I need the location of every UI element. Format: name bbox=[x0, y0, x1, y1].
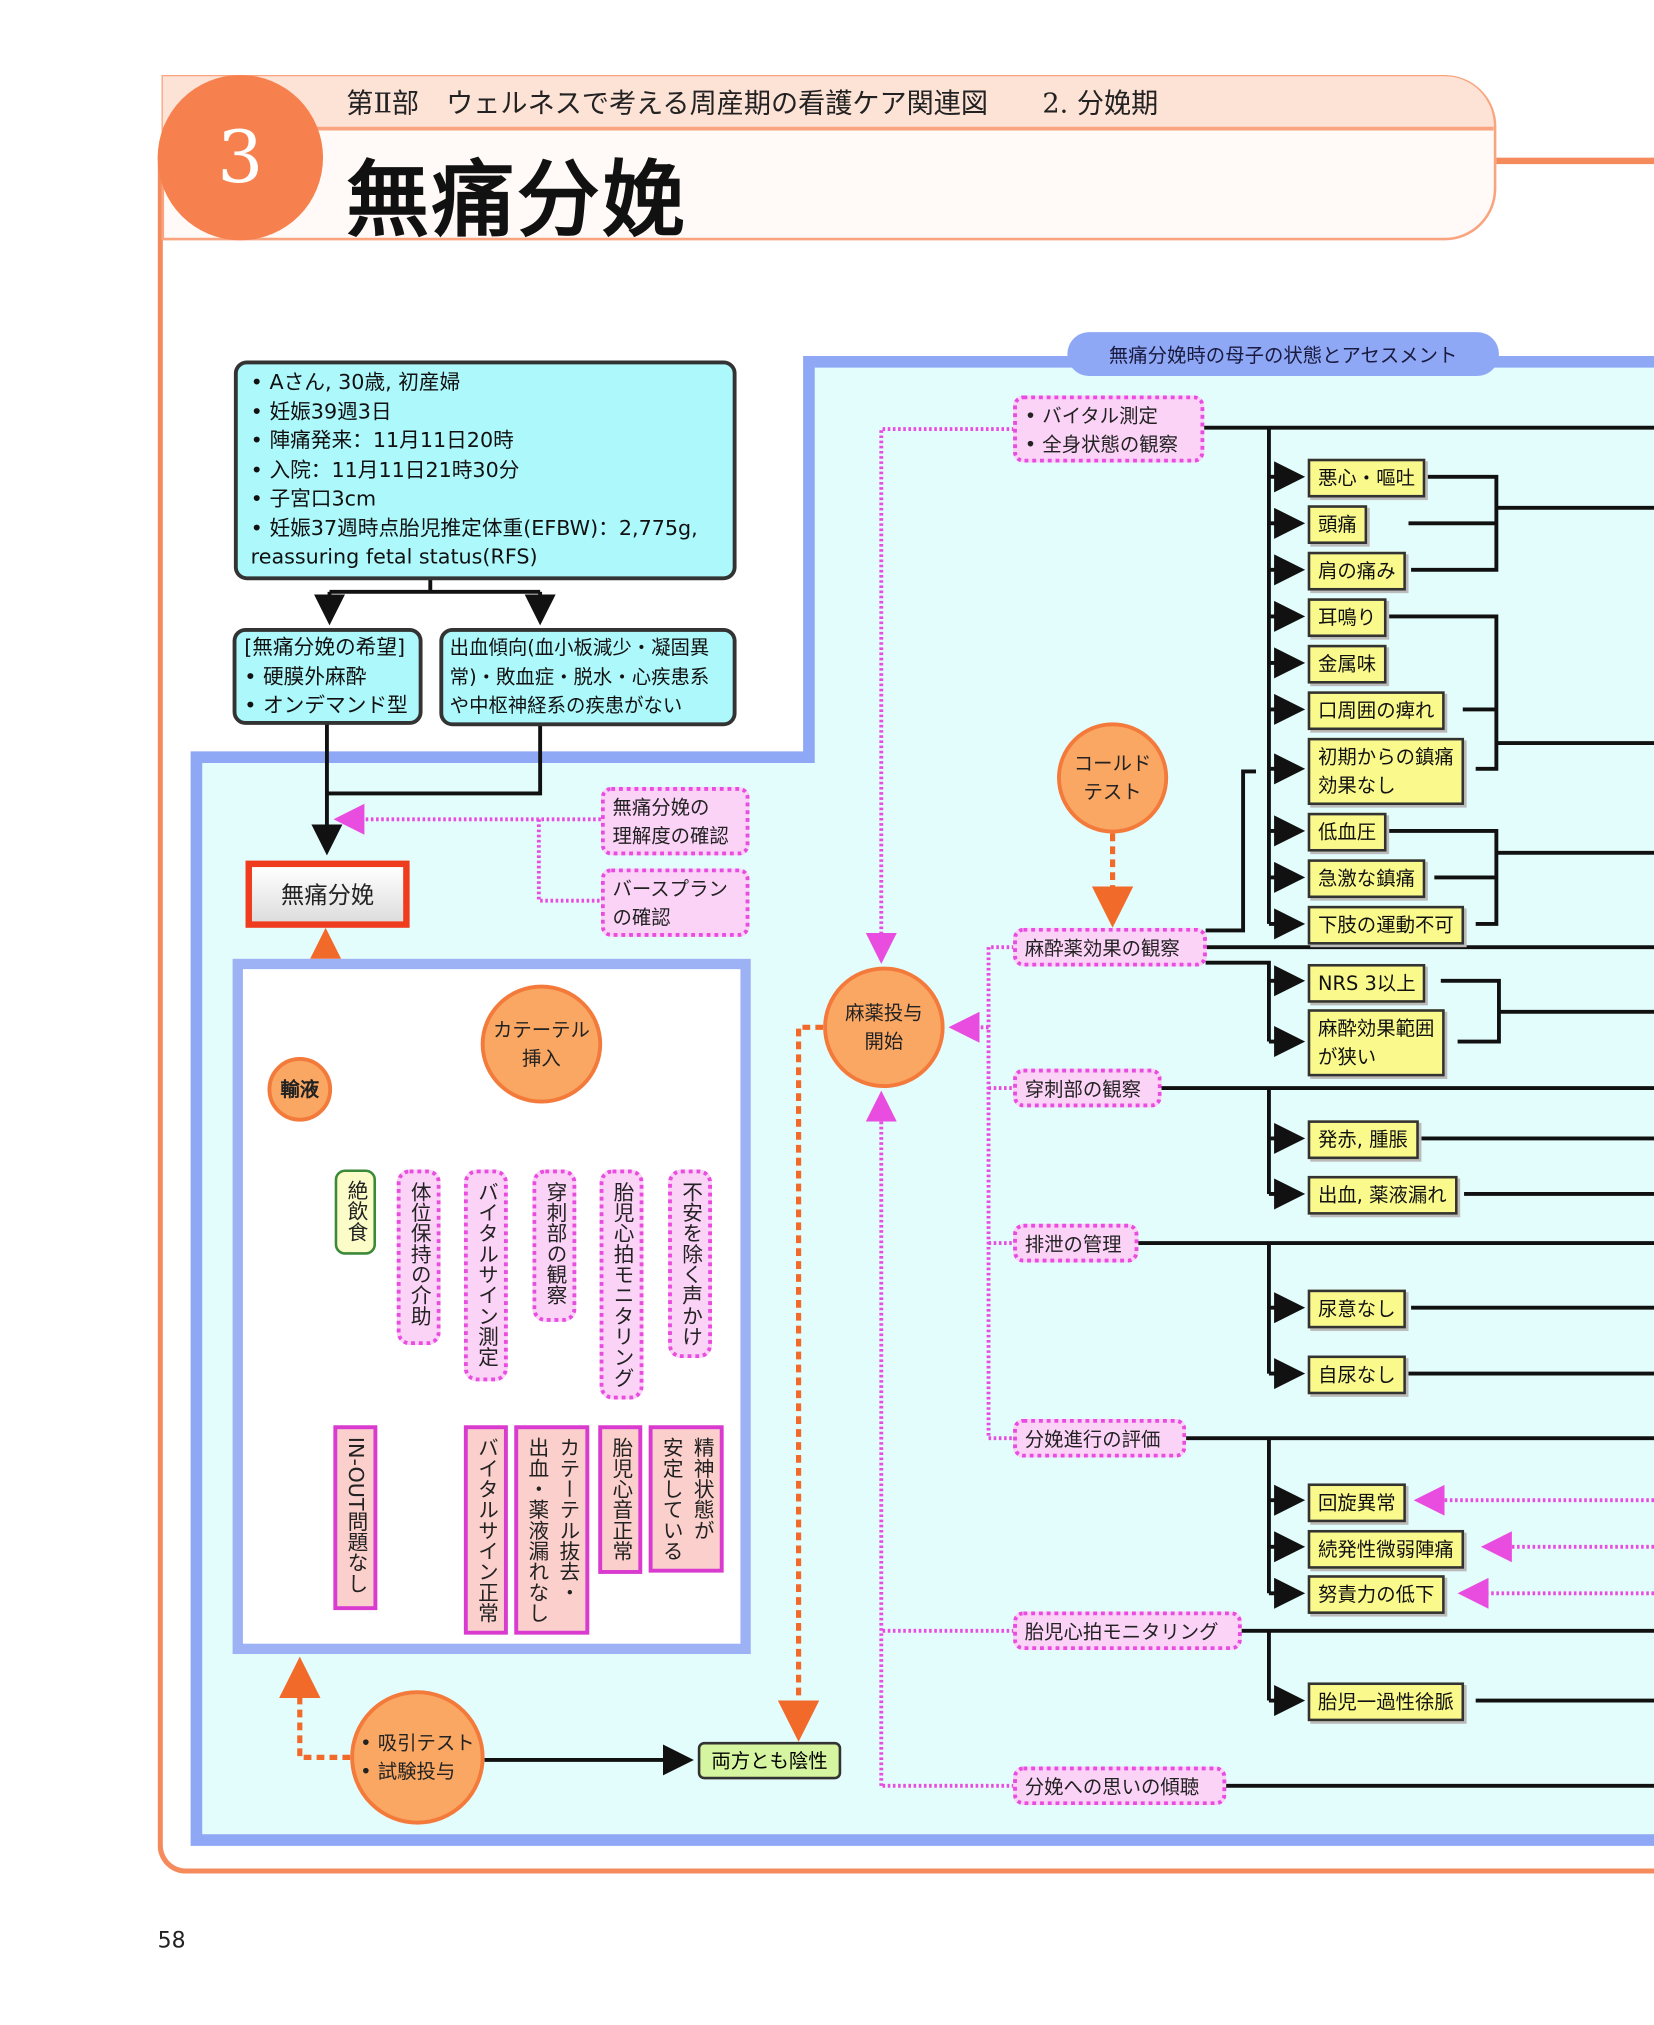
care-item: 胎児心拍モニタリング bbox=[599, 1169, 644, 1400]
finding-node: 出血, 薬液漏れ bbox=[1307, 1175, 1458, 1215]
part-label: 第Ⅱ部 ウェルネスで考える周産期の看護ケア関連図 2. 分娩期 bbox=[346, 87, 1159, 119]
observation-node: 分娩への思いの傾聴 bbox=[1013, 1766, 1227, 1806]
chapter-number: 3 bbox=[157, 74, 324, 241]
finding-node: 口周囲の痺れ bbox=[1307, 691, 1445, 731]
care-item: 穿刺部の観察 bbox=[532, 1169, 577, 1322]
finding-node: 努責力の低下 bbox=[1307, 1575, 1445, 1614]
patient-info-box: • Aさん, 30歳, 初産婦 • 妊娠39週3日 • 陣痛発来：11月11日2… bbox=[233, 360, 737, 580]
infusion-circle: 輸液 bbox=[267, 1057, 333, 1122]
finding-node: 尿意なし bbox=[1307, 1289, 1406, 1329]
page-number: 58 bbox=[157, 1927, 186, 1954]
suction-test-circle: • 吸引テスト • 試験投与 bbox=[350, 1690, 485, 1825]
observation-node: 分娩進行の評価 bbox=[1013, 1418, 1187, 1458]
fasting-node: 絶飲食 bbox=[334, 1169, 377, 1255]
care-item: バイタルサイン測定 bbox=[463, 1169, 508, 1382]
finding-node: 麻酔効果範囲 が狭い bbox=[1307, 1009, 1445, 1077]
finding-node: 続発性微弱陣痛 bbox=[1307, 1529, 1465, 1569]
finding-node: 回旋異常 bbox=[1307, 1483, 1406, 1523]
pink-dotted-connectors bbox=[333, 427, 1654, 1788]
finding-node: 低血圧 bbox=[1307, 812, 1387, 852]
no-contraindication-box: 出血傾向(血小板減少・凝固異常)・敗血症・脱水・心疾患系や中枢神経系の疾患がない bbox=[439, 628, 737, 726]
observation-node: • バイタル測定 • 全身状態の観察 bbox=[1013, 395, 1205, 463]
observation-node: 麻酔薬効果の観察 bbox=[1013, 927, 1207, 967]
finding-node: 金属味 bbox=[1307, 644, 1387, 684]
understanding-check-node: 無痛分娩の 理解度の確認 bbox=[600, 786, 750, 856]
outcome-node: バイタルサイン正常 bbox=[463, 1425, 508, 1635]
observation-node: 胎児心拍モニタリング bbox=[1013, 1611, 1242, 1651]
page-frame bbox=[157, 155, 1654, 1874]
finding-node: NRS 3以上 bbox=[1307, 963, 1426, 1003]
finding-node: 胎児一過性徐脈 bbox=[1307, 1682, 1465, 1722]
care-item: 体位保持の介助 bbox=[396, 1169, 441, 1346]
both-negative-node: 両方とも陰性 bbox=[697, 1741, 842, 1780]
finding-node: 自尿なし bbox=[1307, 1355, 1406, 1395]
catheter-insertion-circle: カテーテル 挿入 bbox=[480, 984, 603, 1104]
finding-node: 下肢の運動不可 bbox=[1307, 905, 1465, 945]
finding-node: 肩の痛み bbox=[1307, 551, 1406, 591]
finding-node: 発赤, 腫脹 bbox=[1307, 1120, 1419, 1160]
page-title: 無痛分娩 bbox=[346, 153, 688, 250]
assessment-label: 無痛分娩時の母子の状態とアセスメント bbox=[1067, 332, 1499, 377]
part-band bbox=[162, 76, 1494, 131]
outcome-node: 胎児心音正常 bbox=[598, 1425, 643, 1574]
finding-node: 急激な鎮痛 bbox=[1307, 859, 1426, 899]
drug-start-circle: 麻薬投与 開始 bbox=[823, 966, 945, 1089]
finding-node: 悪心・嘔吐 bbox=[1307, 458, 1426, 498]
finding-node: 頭痛 bbox=[1307, 505, 1368, 545]
outcome-node: 精神状態が 安定している bbox=[648, 1425, 724, 1573]
observation-node: 排泄の管理 bbox=[1013, 1223, 1139, 1263]
finding-node: 初期からの鎮痛 効果なし bbox=[1307, 737, 1465, 806]
epidural-wish-box: [無痛分娩の希望] • 硬膜外麻酔 • オンデマンド型 bbox=[232, 628, 423, 725]
finding-node: 耳鳴り bbox=[1307, 598, 1387, 638]
outcome-node: カテーテル抜去・ 出血・薬液漏れなし bbox=[514, 1425, 590, 1635]
outcome-node: IN-OUT問題なし bbox=[333, 1425, 378, 1611]
care-item: 不安を除く声かけ bbox=[668, 1169, 713, 1359]
birth-plan-check-node: バースプラン の確認 bbox=[600, 868, 750, 937]
cold-test-circle: コールド テスト bbox=[1057, 722, 1169, 834]
observation-node: 穿刺部の観察 bbox=[1013, 1068, 1162, 1108]
painless-delivery-node: 無痛分娩 bbox=[245, 860, 410, 928]
header-rule bbox=[1496, 157, 1654, 165]
